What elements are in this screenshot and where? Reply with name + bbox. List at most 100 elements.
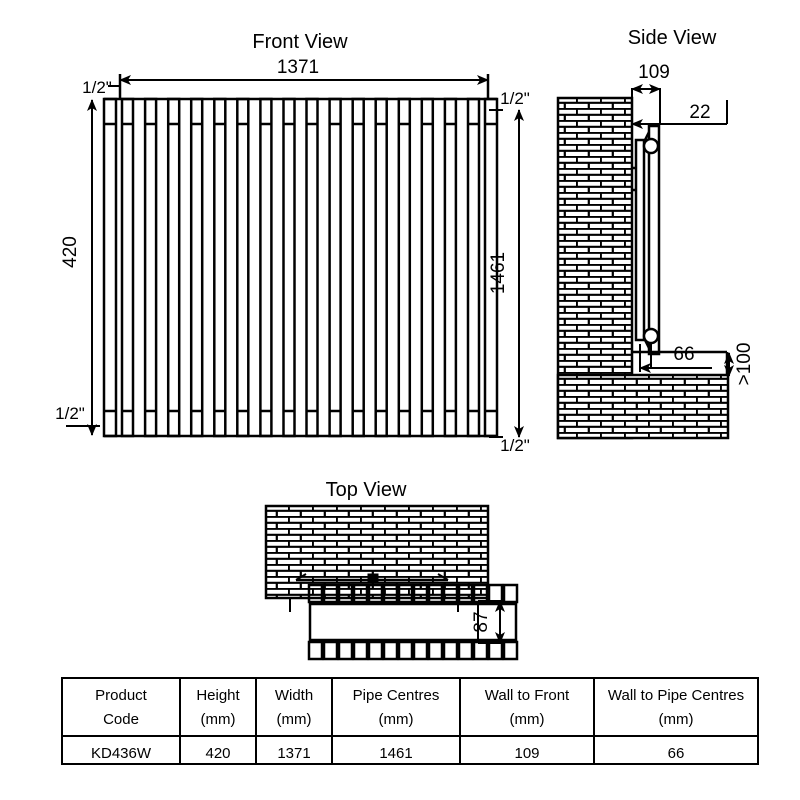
side-pipe-centre-bottom <box>642 327 660 345</box>
side-radiator-top-link <box>642 131 651 143</box>
side-wall-floor <box>556 373 730 440</box>
table-outline <box>61 677 759 765</box>
front-tube-end-right <box>483 97 499 438</box>
top-fin-block-lower <box>427 640 444 661</box>
front-radiator-body <box>102 97 499 438</box>
front-width-value: 1371 <box>277 57 319 78</box>
front-fin-tube <box>420 97 435 438</box>
front-fin-tube <box>397 97 412 438</box>
front-fin-group <box>120 97 481 438</box>
side-floor-clearance-value: >100 <box>734 343 755 386</box>
top-fin-block-lower <box>397 640 414 661</box>
front-fin-tube <box>351 97 365 438</box>
top-fin-block-upper <box>367 583 384 604</box>
top-fin-block-lower <box>352 640 369 661</box>
top-depth-value: 87 <box>471 611 492 632</box>
top-radiator-core <box>308 602 518 642</box>
front-fin-tube <box>120 97 135 438</box>
front-corner-label-top-left: 1/2" <box>82 78 112 97</box>
front-fin-tube <box>166 97 181 438</box>
top-fin-block-lower <box>367 640 384 661</box>
top-radiator-plan <box>307 583 519 661</box>
front-pipe-centres-value: 1461 <box>488 252 509 294</box>
front-height-value: 420 <box>60 236 81 268</box>
top-bracket-centre <box>367 573 379 583</box>
side-pipe-centre-top <box>642 137 660 155</box>
top-wall-block <box>264 504 490 600</box>
front-fin-tube <box>466 97 481 438</box>
table-header-line2: (mm) <box>659 711 694 728</box>
top-fin-block-lower <box>457 640 474 661</box>
top-fin-block-lower <box>307 640 324 661</box>
top-fin-block-upper <box>307 583 324 604</box>
top-fin-block-upper <box>412 583 429 604</box>
front-fin-tube <box>282 97 296 438</box>
side-floor-clearance-dimension: >100 <box>724 343 755 386</box>
side-wall-to-pipe-centres-value: 66 <box>673 344 694 365</box>
front-corner-label-top-right: 1/2" <box>500 89 530 108</box>
front-fin-tube <box>305 97 319 438</box>
top-fin-block-lower <box>322 640 339 661</box>
top-fin-block-lower <box>337 640 354 661</box>
top-fin-block-upper <box>457 583 474 604</box>
front-fin-tube <box>259 97 273 438</box>
top-fin-block-upper <box>397 583 414 604</box>
top-bracket-tick-right <box>437 573 449 581</box>
table-cell-pipe_centres: 1461 <box>379 745 412 762</box>
top-fin-block-upper <box>427 583 444 604</box>
table-header-line1: Wall to Pipe Centres <box>608 687 744 704</box>
table-cell-wall_to_pipe_centres: 66 <box>668 745 685 762</box>
top-fin-block-lower <box>382 640 399 661</box>
front-view-title: Front View <box>252 31 348 53</box>
top-fin-block-lower <box>412 640 429 661</box>
top-fin-block-lower <box>502 640 519 661</box>
top-depth-dimension: 87 <box>471 600 505 644</box>
side-wall-to-front-value: 109 <box>638 62 670 83</box>
front-fin-tube <box>143 97 158 438</box>
front-fin-tube <box>213 97 227 438</box>
side-gap-dimension: 22 <box>631 100 728 129</box>
top-fin-block-upper <box>382 583 399 604</box>
front-view: Front View 1371 1/2" 1/2" 1/2" 1/2" 420 … <box>55 31 530 455</box>
table-header-line2: (mm) <box>201 711 236 728</box>
front-height-dimension: 420 <box>60 99 97 436</box>
table-cell-wall_to_front: 109 <box>514 745 539 762</box>
front-fin-tube <box>189 97 204 438</box>
front-fin-tube <box>374 97 388 438</box>
table-header-line1: Pipe Centres <box>353 687 440 704</box>
side-view: Side View 109 22 <box>556 27 755 440</box>
front-fin-tube <box>236 97 250 438</box>
top-bracket-tick-left <box>295 573 307 581</box>
table-header-line2: (mm) <box>510 711 545 728</box>
side-gap-value: 22 <box>689 102 710 123</box>
front-fin-tube <box>328 97 342 438</box>
side-wall-to-pipe-centres-dimension: 66 <box>633 344 729 376</box>
side-radiator-backplate <box>634 138 646 342</box>
table-header-line1: Width <box>275 687 313 704</box>
top-fin-block-lower <box>442 640 459 661</box>
top-view: Top View 87 <box>264 479 519 661</box>
front-width-dimension: 1371 <box>118 57 490 98</box>
top-fin-block-upper <box>502 583 519 604</box>
front-fin-tube <box>443 97 458 438</box>
table-header-line1: Height <box>196 687 240 704</box>
top-fin-block-upper <box>352 583 369 604</box>
front-pipe-centres-dimension: 1461 <box>488 109 524 438</box>
table-cell-height: 420 <box>205 745 230 762</box>
top-fin-block-upper <box>337 583 354 604</box>
top-wall-bracket-marks <box>289 573 459 612</box>
table-header-line1: Product <box>95 687 148 704</box>
front-corner-label-bottom-left: 1/2" <box>55 404 85 423</box>
table-cell-product_code: KD436W <box>91 745 152 762</box>
front-tube-end-left <box>102 97 118 438</box>
table-header-line1: Wall to Front <box>485 687 570 704</box>
side-view-title: Side View <box>628 27 717 49</box>
side-radiator-profile <box>632 124 661 356</box>
top-fin-group <box>307 583 519 661</box>
top-fin-block-upper <box>442 583 459 604</box>
top-fin-block-upper <box>322 583 339 604</box>
front-corner-label-bottom-right: 1/2" <box>500 436 530 455</box>
table-header-line2: Code <box>103 711 139 728</box>
